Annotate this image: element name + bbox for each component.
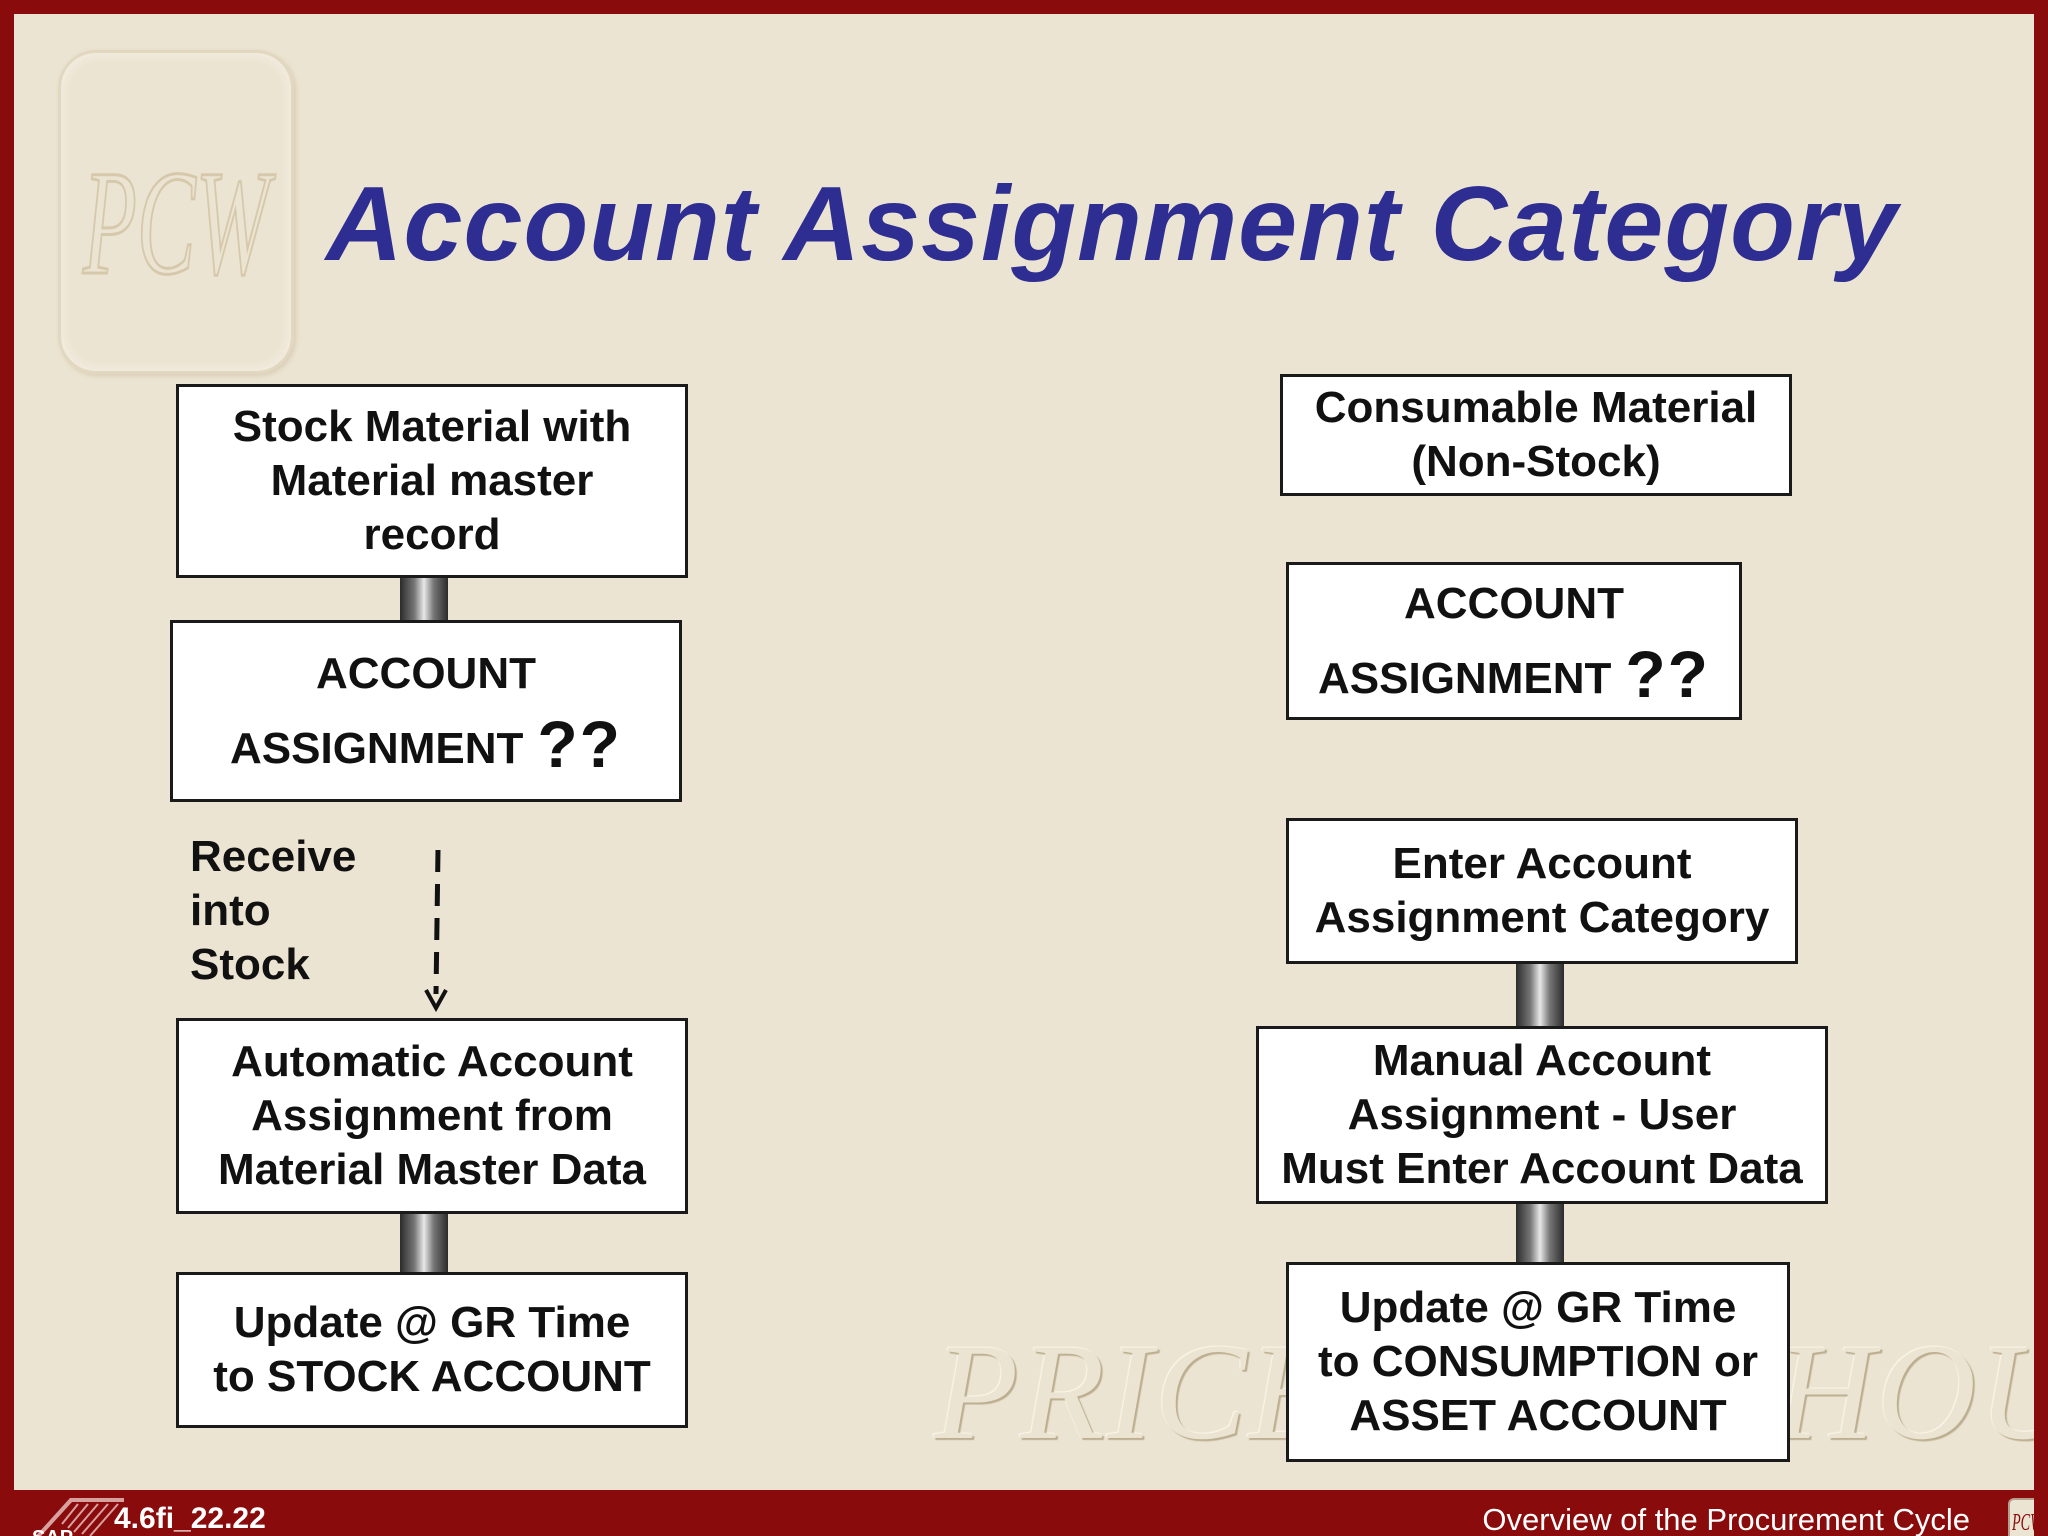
- box-line: to STOCK ACCOUNT: [213, 1352, 651, 1401]
- consumable-material-box: Consumable Material (Non-Stock): [1280, 374, 1792, 496]
- box-line: Update @ GR Time: [1339, 1283, 1737, 1332]
- box-line: ASSIGNMENT??: [1318, 639, 1710, 714]
- box-line-text: ASSIGNMENT: [230, 723, 524, 773]
- page-title: Account Assignment Category: [326, 165, 1899, 283]
- box-line: Update @ GR Time: [233, 1298, 631, 1347]
- update-stock-account-box: Update @ GR Time to STOCK ACCOUNT: [176, 1272, 688, 1428]
- box-line: (Non-Stock): [1411, 437, 1661, 486]
- account-assignment-box-right: ACCOUNT ASSIGNMENT??: [1286, 562, 1742, 720]
- question-marks: ??: [1625, 636, 1710, 711]
- label-line: Stock: [190, 940, 310, 989]
- enter-category-box: Enter Account Assignment Category: [1286, 818, 1798, 964]
- box-line: record: [363, 510, 501, 559]
- connector: [1516, 1204, 1564, 1272]
- label-line: into: [190, 886, 271, 935]
- sap-text: SAP: [32, 1527, 73, 1536]
- receive-into-stock-label: Receive into Stock: [190, 830, 356, 992]
- stock-material-box: Stock Material with Material master reco…: [176, 384, 688, 578]
- box-line: Assignment - User: [1347, 1090, 1737, 1139]
- automatic-assignment-box: Automatic Account Assignment from Materi…: [176, 1018, 688, 1214]
- sap-logo: SAP: [32, 1498, 124, 1536]
- box-line: ACCOUNT: [316, 648, 536, 698]
- box-line: Must Enter Account Data: [1281, 1144, 1803, 1193]
- logo-monogram: PCW: [82, 140, 276, 306]
- box-line: Stock Material with: [232, 402, 632, 451]
- manual-assignment-box: Manual Account Assignment - User Must En…: [1256, 1026, 1828, 1204]
- box-line: Material Master Data: [218, 1145, 646, 1194]
- pcw-logo: PCW: [58, 50, 294, 374]
- footer-caption: Overview of the Procurement Cycle: [1482, 1502, 1970, 1536]
- update-consumption-box: Update @ GR Time to CONSUMPTION or ASSET…: [1286, 1262, 1790, 1462]
- footer-bar: SAP 4.6fi_22.22 Overview of the Procurem…: [14, 1490, 2043, 1536]
- mini-logo-text: PCW: [2011, 1510, 2043, 1536]
- box-line-text: ASSIGNMENT: [1318, 653, 1612, 703]
- dashed-arrow: [424, 849, 448, 1013]
- label-line: Receive: [190, 832, 357, 881]
- slide-code: 4.6fi_22.22: [114, 1502, 266, 1535]
- box-line: ACCOUNT: [1404, 578, 1624, 628]
- box-line: ASSIGNMENT??: [230, 709, 622, 784]
- mini-pcw-logo: PCW: [2008, 1498, 2043, 1536]
- connector: [1516, 964, 1564, 1026]
- box-line: Consumable Material: [1314, 383, 1758, 432]
- box-line: Enter Account: [1392, 839, 1692, 888]
- box-line: Manual Account: [1372, 1036, 1712, 1085]
- box-line: Automatic Account: [231, 1037, 633, 1086]
- box-line: Assignment from: [251, 1091, 613, 1140]
- box-line: Material master: [270, 456, 594, 505]
- box-line: to CONSUMPTION or: [1318, 1337, 1758, 1386]
- box-line: ASSET ACCOUNT: [1349, 1391, 1727, 1440]
- account-assignment-box-left: ACCOUNT ASSIGNMENT??: [170, 620, 682, 802]
- question-marks: ??: [537, 706, 622, 781]
- connector: [400, 1214, 448, 1272]
- box-line: Assignment Category: [1314, 893, 1770, 942]
